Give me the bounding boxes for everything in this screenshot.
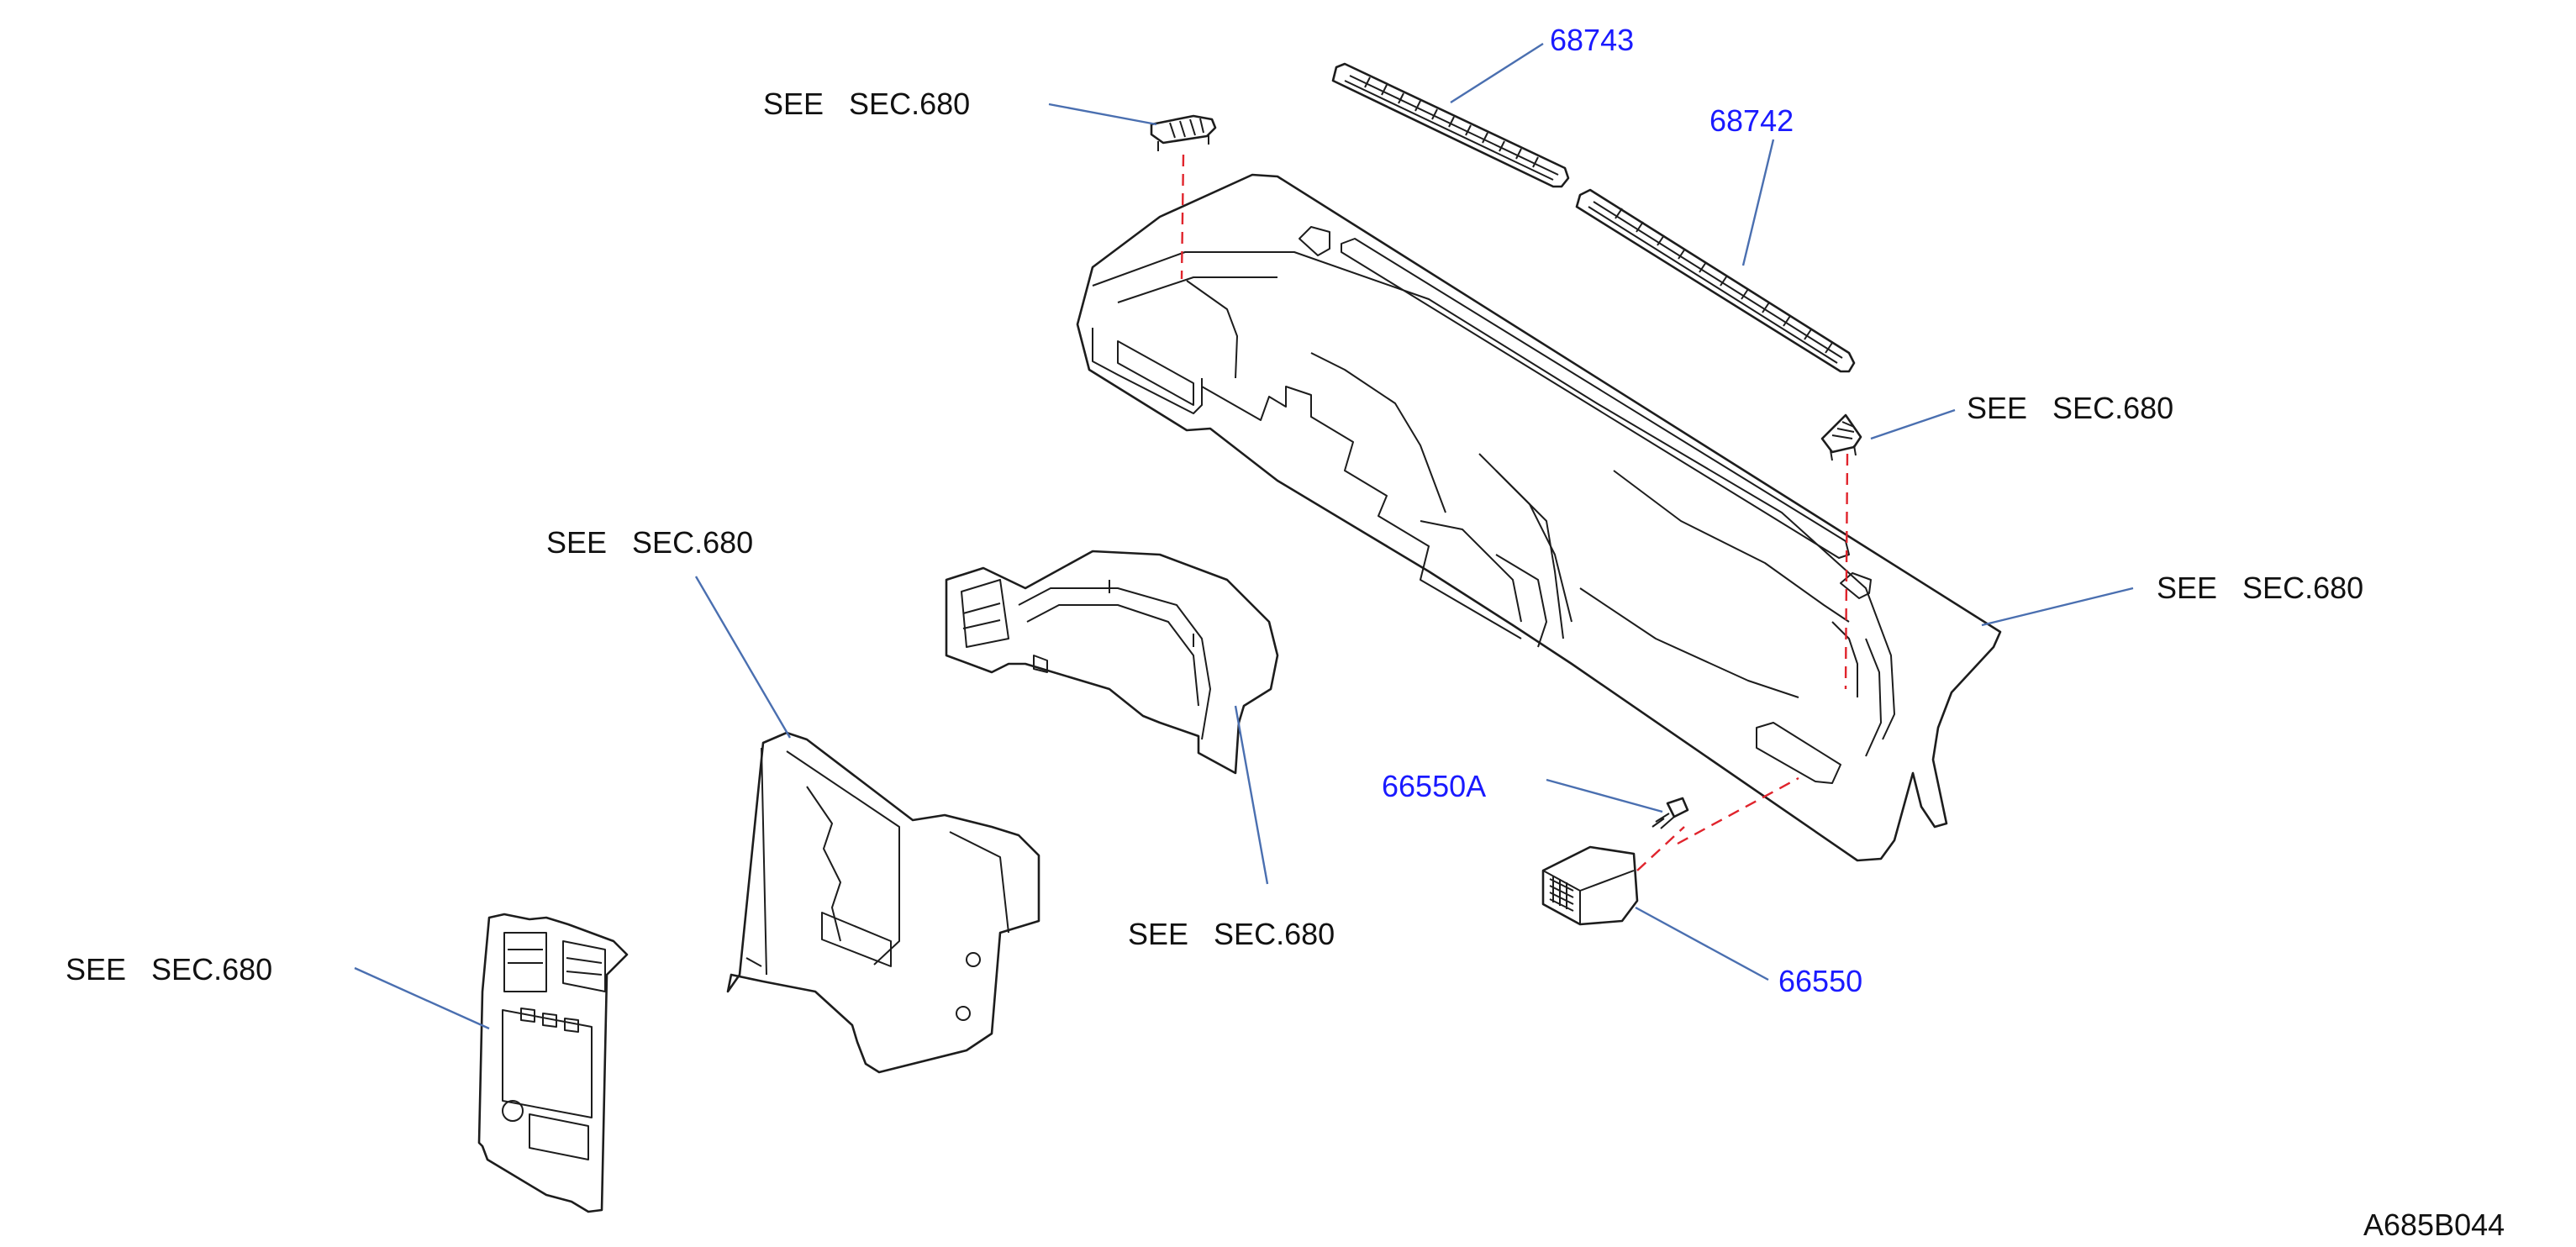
see-sec-label-right-upper: SEE SEC.680 <box>1967 391 2173 425</box>
part-number-68743[interactable]: 68743 <box>1550 23 1634 57</box>
see-sec-label-middle-left: SEE SEC.680 <box>546 525 753 560</box>
see-sec-label-bottom-center: SEE SEC.680 <box>1128 917 1335 951</box>
part-number-68742[interactable]: 68742 <box>1709 103 1794 138</box>
part-number-66550[interactable]: 66550 <box>1778 964 1862 998</box>
screw-66550A <box>1651 797 1689 829</box>
see-sec-label-far-left: SEE SEC.680 <box>66 952 272 987</box>
center-vent-66550 <box>1541 845 1639 926</box>
center-console-bracket <box>726 731 1040 1074</box>
defroster-grille-68743 <box>1331 62 1570 188</box>
part-number-66550A[interactable]: 66550A <box>1382 769 1486 803</box>
leader-lines <box>354 42 2134 1030</box>
defroster-grille-68742 <box>1575 188 1856 373</box>
see-sec-label-right-lower: SEE SEC.680 <box>2157 571 2363 605</box>
meter-cluster-hood <box>945 550 1279 775</box>
center-finisher <box>477 913 629 1213</box>
alignment-lines <box>1180 154 1849 871</box>
instrument-panel <box>1076 173 2002 862</box>
side-vent-left <box>1150 114 1217 151</box>
diagram-code: A685B044 <box>2363 1208 2505 1242</box>
side-vent-right <box>1820 413 1862 461</box>
see-sec-label-top-left: SEE SEC.680 <box>763 87 970 121</box>
